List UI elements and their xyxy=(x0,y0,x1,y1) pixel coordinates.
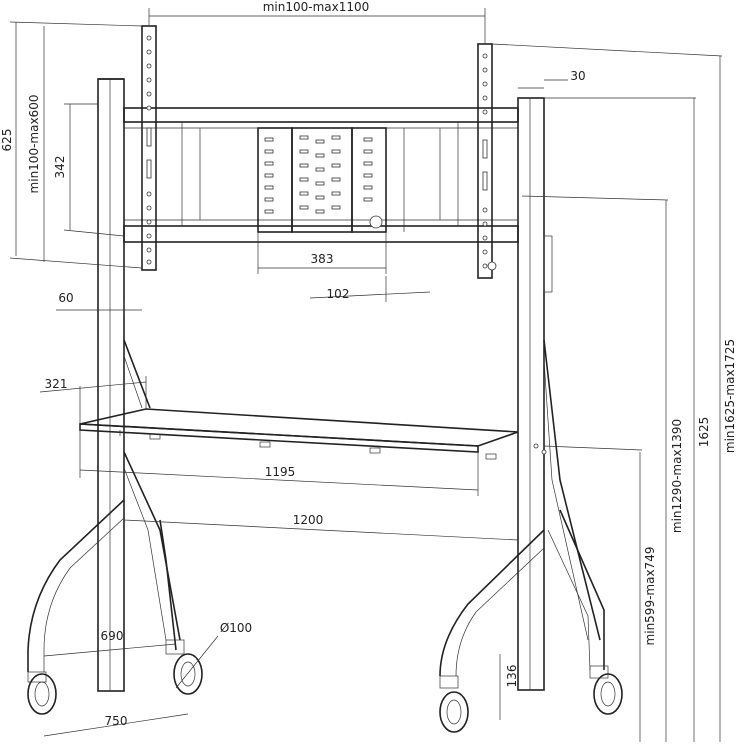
left-vesa-bracket xyxy=(141,25,157,271)
dimension-labels: min100-max1100 625 min100-max600 342 30 … xyxy=(0,0,737,728)
dim-shelf-width-1195: 1195 xyxy=(265,465,296,479)
caster-rear-right xyxy=(593,673,623,715)
dim-upright-30: 30 xyxy=(570,69,585,83)
dim-base-width-1200: 1200 xyxy=(293,513,324,527)
dim-spacing-383: 383 xyxy=(311,252,334,266)
dimension-lines xyxy=(9,8,723,742)
stand-structure xyxy=(27,25,623,733)
mount-frame xyxy=(123,107,519,243)
dim-center-height: min1290-max1390 xyxy=(670,419,684,533)
caster-front-left xyxy=(27,673,57,715)
center-mount-plates xyxy=(257,127,405,233)
dim-height-342: 342 xyxy=(53,156,67,179)
dim-shelf-depth-321: 321 xyxy=(45,377,68,391)
right-upright xyxy=(517,97,553,691)
right-foot xyxy=(439,509,609,689)
dim-leg-spacing-690: 690 xyxy=(101,629,124,643)
dim-vertical-span: min100-max600 xyxy=(27,95,41,194)
right-vesa-bracket xyxy=(477,43,497,279)
diagonal-braces xyxy=(123,339,601,641)
caster-front-right xyxy=(173,653,203,695)
dim-wheel-diameter: Ø100 xyxy=(220,621,252,635)
dim-shelf-height: min599-max749 xyxy=(643,547,657,646)
dim-clearance-136: 136 xyxy=(505,665,519,688)
dim-upright-height: 1625 xyxy=(697,417,711,448)
left-foot xyxy=(27,499,185,683)
dim-bracket-width: min100-max1100 xyxy=(263,0,370,14)
caster-rear-left xyxy=(439,691,469,733)
dim-height-625: 625 xyxy=(0,129,14,152)
dim-offset-60: 60 xyxy=(58,291,73,305)
dim-offset-102: 102 xyxy=(327,287,350,301)
shelf xyxy=(79,408,547,460)
dim-base-depth-750: 750 xyxy=(105,714,128,728)
caster-wheels xyxy=(27,653,623,733)
left-upright xyxy=(97,78,125,692)
dim-overall-height: min1625-max1725 xyxy=(723,339,737,453)
